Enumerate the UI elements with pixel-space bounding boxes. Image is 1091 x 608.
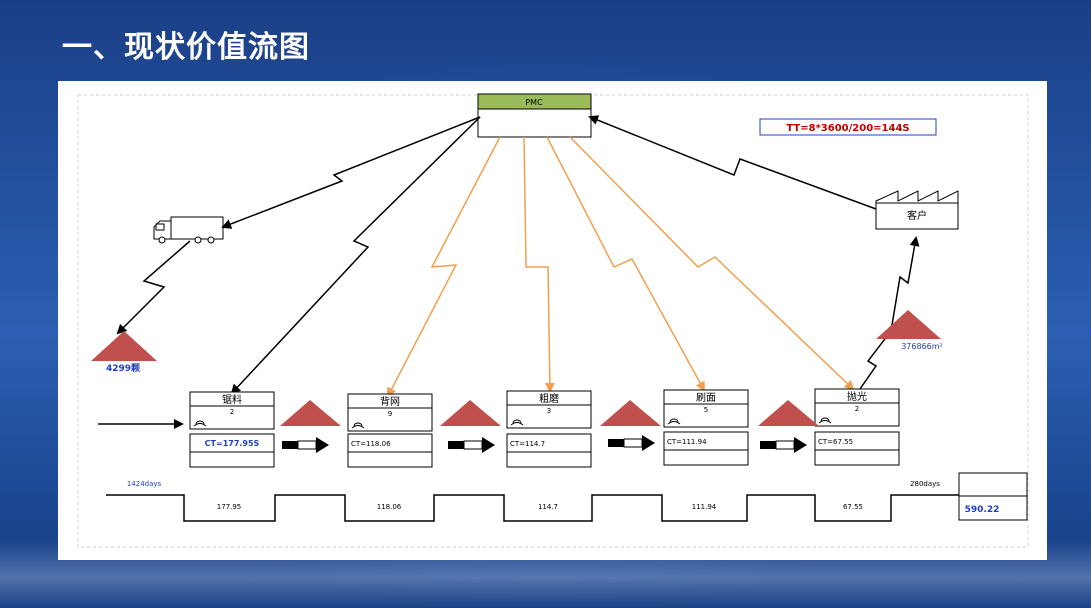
- wip-inventory-1: [280, 400, 341, 426]
- cycle-time: CT=118.06: [351, 440, 391, 448]
- slide-title: 一、现状价值流图: [62, 30, 310, 65]
- operator-icon: [818, 417, 832, 424]
- process-name: 粗磨: [539, 393, 559, 405]
- electronic-flow-lines: [387, 136, 855, 398]
- operator-count: 9: [388, 410, 392, 418]
- timeline: 1424days 280days 177.95 118.06 114.7 111…: [106, 472, 1028, 522]
- operator-count: 2: [855, 405, 859, 413]
- wip-inventory-2: [440, 400, 501, 426]
- customer-inventory: 376866m²: [876, 310, 943, 351]
- process-time-3: 114.7: [538, 503, 558, 511]
- truck-icon: [153, 216, 224, 244]
- wip-inventory-4: [758, 400, 819, 426]
- process-box-3: 粗磨 3 CT=114.7: [506, 390, 592, 468]
- value-stream-map: PMC TT=8*3600/200=144S 客户: [77, 93, 1029, 548]
- push-arrow-3: [608, 435, 655, 451]
- operator-count: 5: [704, 406, 708, 414]
- push-arrow-4: [760, 437, 807, 453]
- value-stream-map-canvas: PMC TT=8*3600/200=144S 客户: [58, 81, 1047, 560]
- cycle-time: CT=177.95S: [205, 439, 260, 448]
- takt-time-box: TT=8*3600/200=144S: [759, 118, 937, 136]
- lead-time-right: 280days: [910, 480, 940, 488]
- process-time-4: 111.94: [692, 503, 717, 511]
- push-arrow-2: [448, 437, 495, 453]
- process-name: 刷面: [696, 392, 716, 404]
- process-name: 抛光: [847, 390, 867, 403]
- process-name: 背网: [380, 395, 400, 408]
- push-arrow-1: [282, 437, 329, 453]
- operator-count: 3: [547, 407, 551, 415]
- process-time-2: 118.06: [377, 503, 402, 511]
- cycle-time: CT=111.94: [667, 438, 707, 446]
- process-box-1: 锯料 2 CT=177.95S: [189, 391, 275, 468]
- pmc-box: PMC: [477, 93, 592, 138]
- customer-label: 客户: [907, 209, 927, 222]
- process-time-1: 177.95: [217, 503, 242, 511]
- operator-icon: [193, 420, 207, 427]
- cycle-time: CT=114.7: [510, 440, 545, 448]
- wip-inventory-3: [600, 400, 661, 426]
- map-border: [77, 94, 1029, 548]
- operator-icon: [351, 422, 365, 429]
- process-box-5: 抛光 2 CT=67.55: [814, 388, 900, 466]
- supplier-inventory-label: 4299颗: [106, 363, 140, 374]
- process-box-2: 背网 9 CT=118.06: [347, 393, 433, 468]
- pmc-label: PMC: [525, 98, 543, 107]
- operator-count: 2: [230, 408, 234, 416]
- customer-factory: 客户: [875, 190, 959, 230]
- information-flow-lines: [116, 115, 920, 395]
- process-time-5: 67.55: [843, 503, 863, 511]
- takt-time-text: TT=8*3600/200=144S: [786, 123, 909, 134]
- supplier-inventory: 4299颗: [91, 331, 157, 374]
- process-box-4: 刷面 5 CT=111.94: [663, 389, 749, 466]
- total-process-time: 590.22: [965, 505, 1000, 515]
- lead-time-left: 1424days: [127, 480, 162, 488]
- process-name: 锯料: [222, 393, 242, 406]
- cycle-time: CT=67.55: [818, 438, 853, 446]
- operator-icon: [510, 419, 524, 426]
- operator-icon: [667, 418, 681, 425]
- customer-inventory-label: 376866m²: [901, 342, 943, 351]
